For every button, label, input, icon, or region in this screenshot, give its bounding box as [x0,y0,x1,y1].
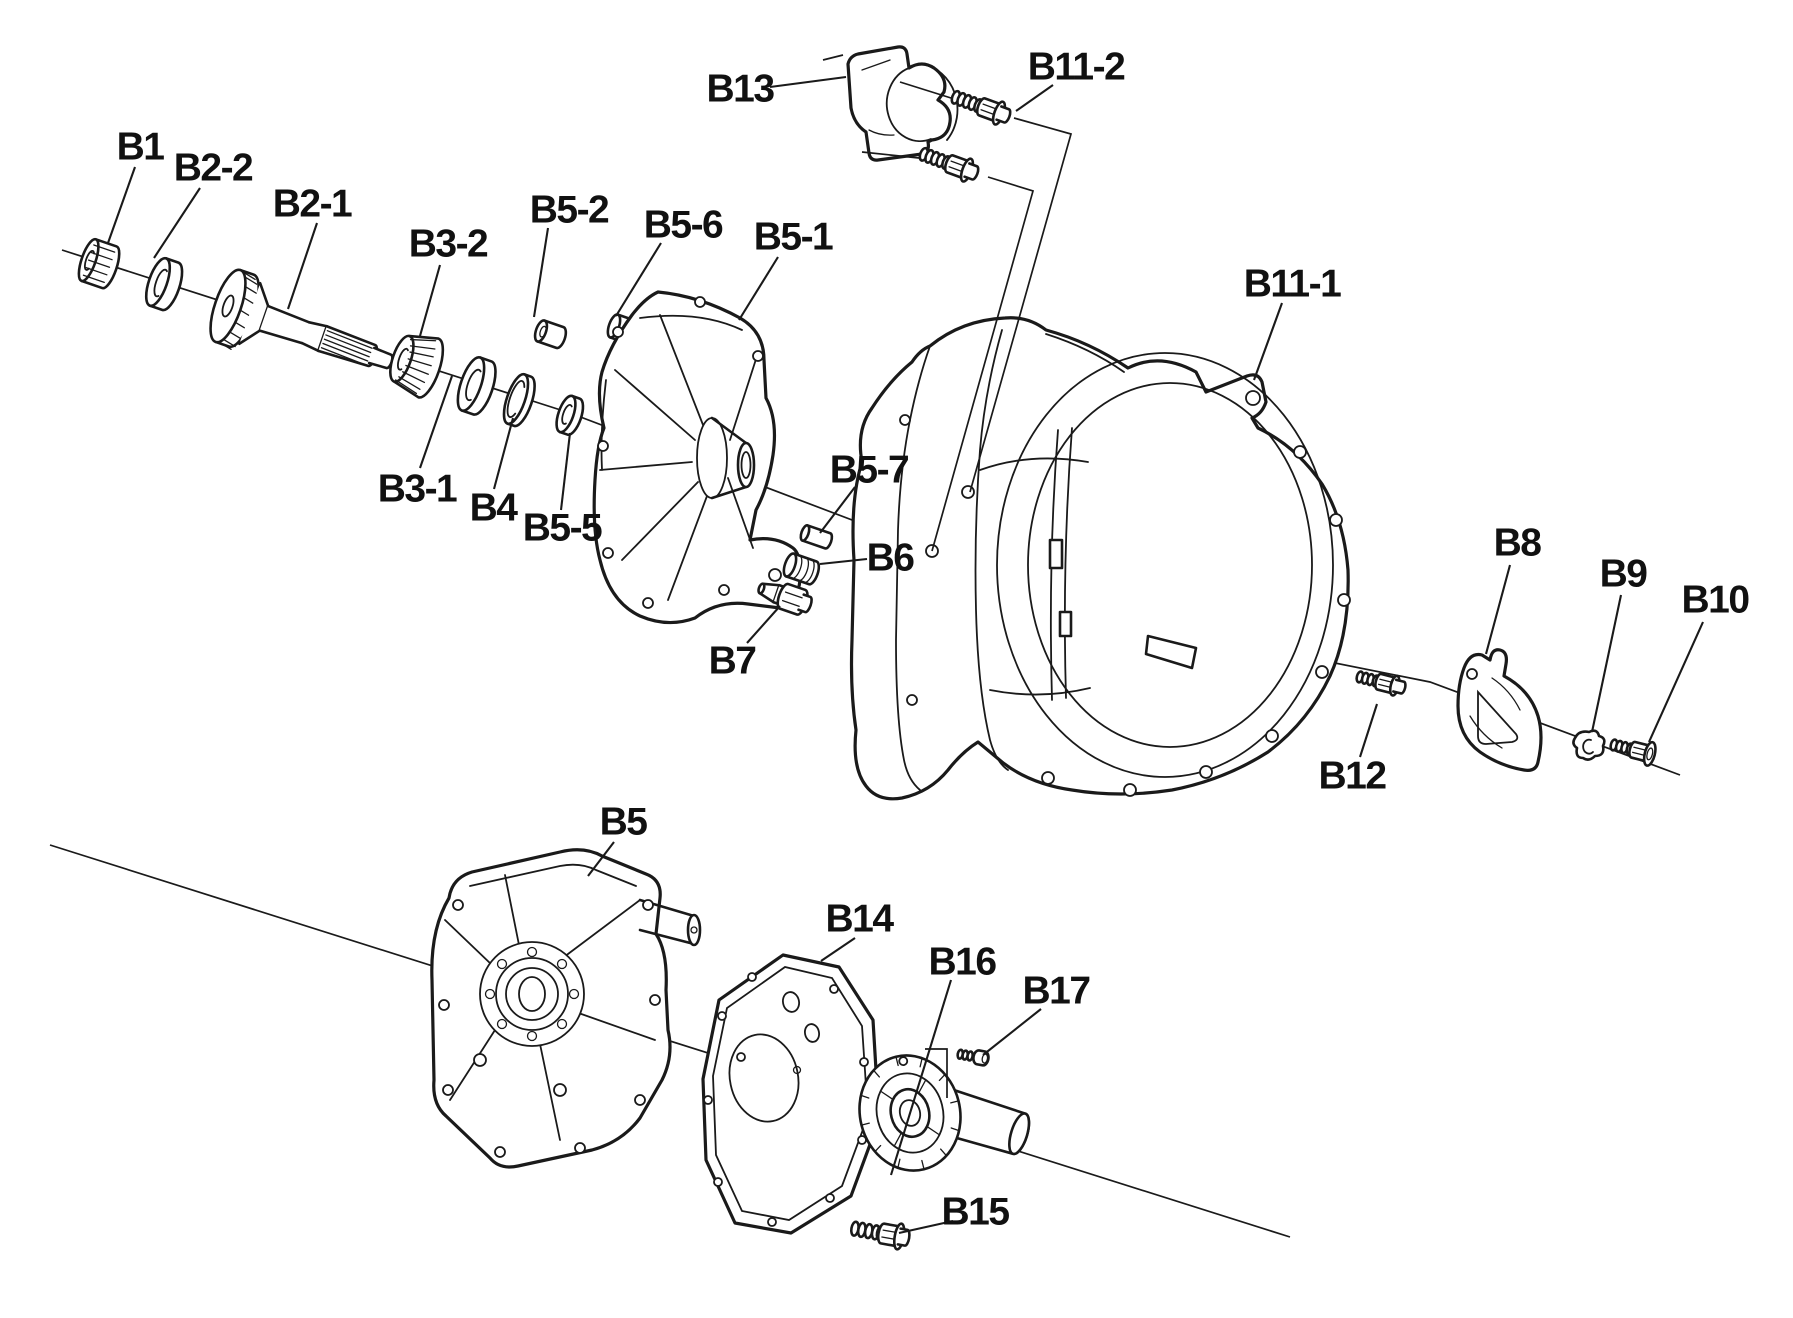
leader-b1 [107,166,136,244]
leader-b5-6 [615,242,662,317]
part-label-b13: B13 [706,68,774,111]
part-b1-speedometer-gear [77,237,121,290]
part-b5-7-roll-pin [799,524,834,550]
leader-b11-1 [1253,302,1283,381]
part-b9-clip-nut [1572,729,1606,761]
leader-b7 [746,605,781,644]
leader-b2-1 [287,222,318,310]
part-label-b15: B15 [941,1191,1009,1234]
leader-b17 [982,1008,1042,1056]
leader-b3-1 [419,375,453,469]
part-label-b5-6: B5-6 [644,204,723,247]
part-label-b5-2: B5-2 [530,189,609,232]
leader-b10 [1648,621,1704,743]
part-b13-bearing-holder [846,45,959,162]
leader-lines [107,54,1704,1235]
part-b5-case-cover [430,848,702,1169]
part-label-b5-1: B5-1 [754,216,833,259]
part-b14-end-plate [701,953,881,1235]
part-label-b16: B16 [928,941,996,984]
part-b5-5-oil-seal [555,394,585,437]
clamp-bolt-axis-lower [861,151,920,159]
leader-b17-bend [925,1048,948,1098]
part-label-b17: B17 [1022,970,1089,1013]
leader-b11-2-bend-upper [969,117,1073,493]
part-b5-2-dowel-pin [533,319,568,350]
part-b2-2-bearing-race [144,256,184,312]
clamp-bolt-axis-upper [899,81,952,99]
part-label-b4: B4 [470,487,519,530]
leader-b5-1 [738,256,779,321]
part-label-b14: B14 [825,898,894,941]
leader-b8 [1484,564,1512,655]
part-b11-2-bolt-lower [918,146,980,183]
part-b5-1-front-case-cover [592,290,802,625]
leader-b5-2 [532,227,550,318]
leader-b4 [492,417,515,490]
part-label-b6: B6 [867,537,915,580]
part-b11-1-clutch-housing [849,316,1351,801]
leader-b11-2 [1015,84,1054,112]
part-label-b7: B7 [709,640,756,683]
part-label-b5-5: B5-5 [523,507,602,550]
part-label-b8: B8 [1494,522,1542,565]
part-b8-bracket [1456,648,1543,772]
leader-b6 [819,557,868,566]
part-b12-bolt [1355,670,1407,697]
part-label-b12: B12 [1318,755,1386,798]
leader-b13 [769,75,847,89]
part-b7-switch [757,582,813,616]
leader-b9 [1590,594,1623,733]
part-b11-2-bolt-upper [950,89,1012,126]
part-label-b11-2: B11-2 [1028,46,1125,89]
leader-b3-2 [418,264,442,337]
part-b10-bolt [1609,738,1657,767]
part-label-b5: B5 [600,801,648,844]
part-b3-1-bearing-race [456,356,497,416]
part-b6-plug [782,552,821,586]
part-label-b3-2: B3-2 [409,223,488,266]
leader-b11-2-bend-lower [931,176,1035,552]
part-b16-output-flange [858,1054,1031,1172]
part-b4-seal-ring [502,372,536,428]
part-label-b9: B9 [1600,553,1648,596]
leader-b12 [1359,703,1378,758]
leader-b2-2 [153,187,201,259]
part-labels: B1 B2-2 B2-1 B3-2 B5-2 B5-6 B5-1 B13 B11… [117,46,1751,1234]
leader-b16 [889,979,953,1176]
part-label-b11-1: B11-1 [1244,263,1341,306]
leader-b5-5 [559,432,572,511]
part-label-b5-7: B5-7 [830,449,909,492]
part-label-b3-1: B3-1 [378,468,457,511]
part-b17-bolt [956,1048,990,1067]
part-b15-bolt [849,1220,911,1251]
part-b2-1-input-shaft [209,268,394,370]
part-label-b2-2: B2-2 [174,147,253,190]
part-label-b1: B1 [117,126,165,169]
leader-b14 [820,937,856,962]
leader-b5 [587,841,615,877]
b13-break-mark [822,54,844,61]
part-label-b10: B10 [1681,579,1749,622]
leader-b15 [898,1219,954,1235]
part-b3-2-tapered-bearing [389,334,445,399]
part-label-b2-1: B2-1 [273,183,352,226]
leader-b5-7 [819,486,856,534]
